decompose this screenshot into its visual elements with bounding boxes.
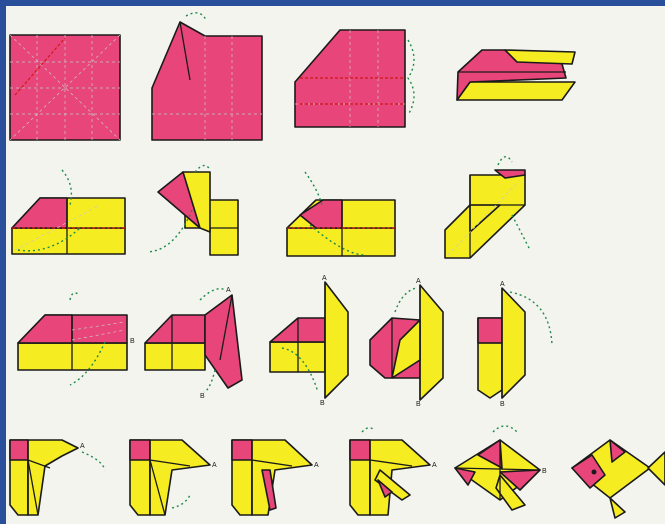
step-2 [152, 13, 262, 140]
step-18: B [455, 426, 547, 510]
point-label: B [130, 338, 135, 345]
step-5 [12, 170, 125, 254]
step-4 [457, 50, 575, 100]
step-3 [295, 30, 414, 127]
step-6 [148, 165, 238, 255]
fish-eye [592, 470, 597, 475]
step-14: A [10, 440, 105, 515]
step-17: A [350, 428, 437, 515]
step-8 [445, 157, 530, 258]
step-7 [287, 172, 395, 256]
point-label: A [80, 443, 85, 450]
point-label: A [226, 287, 231, 294]
point-label: A [432, 462, 437, 469]
step-10: A B [145, 287, 242, 400]
step-11: A B [270, 275, 348, 407]
step-12: A B [370, 278, 443, 408]
step-13: A B [478, 281, 552, 408]
diagram-sheet: B A B A B A B A B [6, 6, 665, 524]
step-15: A [130, 440, 217, 515]
point-label: B [200, 393, 205, 400]
step-16: A [232, 440, 319, 515]
point-label: A [212, 462, 217, 469]
point-label: B [542, 468, 547, 475]
point-label: A [416, 278, 421, 285]
point-label: A [322, 275, 327, 282]
point-label: A [500, 281, 505, 288]
step-19 [572, 440, 665, 518]
point-label: A [314, 462, 319, 469]
point-label: B [320, 400, 325, 407]
origami-fish-diagram: B A B A B A B A B [6, 6, 665, 524]
step-9: B [18, 293, 135, 385]
point-label: B [416, 401, 421, 408]
point-label: B [500, 401, 505, 408]
step-1 [10, 35, 120, 140]
